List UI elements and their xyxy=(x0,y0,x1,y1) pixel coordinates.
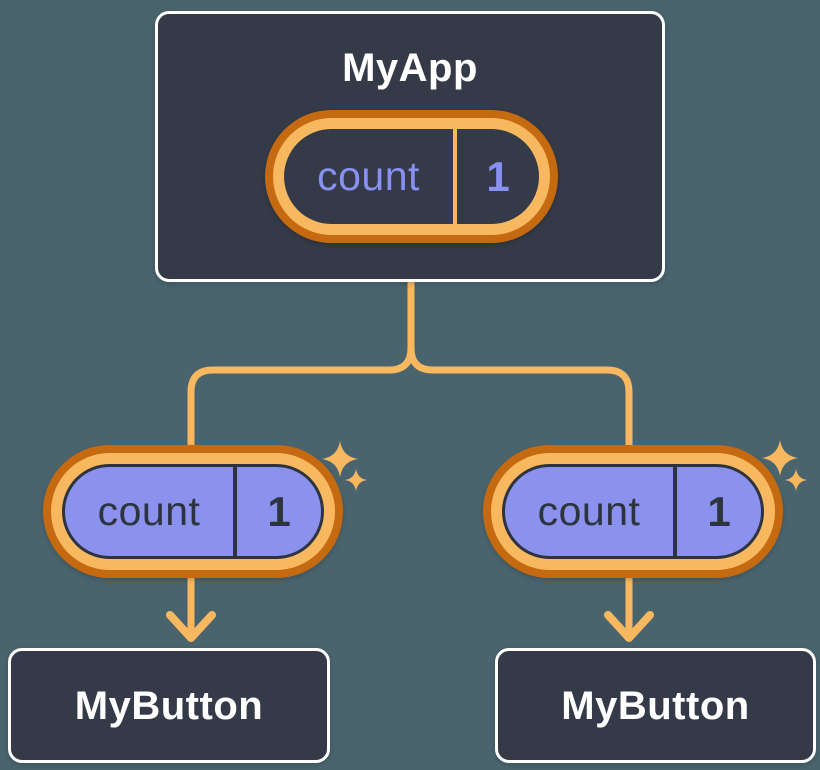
pill-body: count 1 xyxy=(284,129,539,224)
connector-left-branch xyxy=(187,277,415,466)
component-label: MyApp xyxy=(342,46,478,90)
state-pill-root: count 1 xyxy=(265,110,558,243)
state-value: 1 xyxy=(707,487,731,535)
state-value: 1 xyxy=(486,152,510,200)
connector-right-branch xyxy=(407,277,633,466)
pill-body: count 1 xyxy=(62,464,324,559)
component-node-mybutton-right: MyButton xyxy=(495,648,816,763)
state-name: count xyxy=(317,153,420,199)
state-value: 1 xyxy=(267,487,291,535)
component-label: MyButton xyxy=(561,683,750,728)
pill-divider xyxy=(673,467,677,556)
component-node-mybutton-left: MyButton xyxy=(8,648,330,763)
pill-ring: count 1 xyxy=(51,453,335,570)
pill-body: count 1 xyxy=(502,464,764,559)
state-name: count xyxy=(97,488,201,534)
pill-ring: count 1 xyxy=(491,453,775,570)
component-label: MyButton xyxy=(74,683,264,728)
sparkle-icon xyxy=(344,468,368,492)
pill-divider xyxy=(453,129,457,224)
pill-divider xyxy=(233,467,237,556)
state-pill-right-child: count 1 xyxy=(483,445,783,578)
state-name: count xyxy=(537,488,641,534)
sparkle-icon xyxy=(784,468,808,492)
state-pill-left-child: count 1 xyxy=(43,445,343,578)
sparkle-icon xyxy=(322,441,358,477)
pill-ring: count 1 xyxy=(273,118,550,235)
sparkle-icon xyxy=(762,440,798,476)
